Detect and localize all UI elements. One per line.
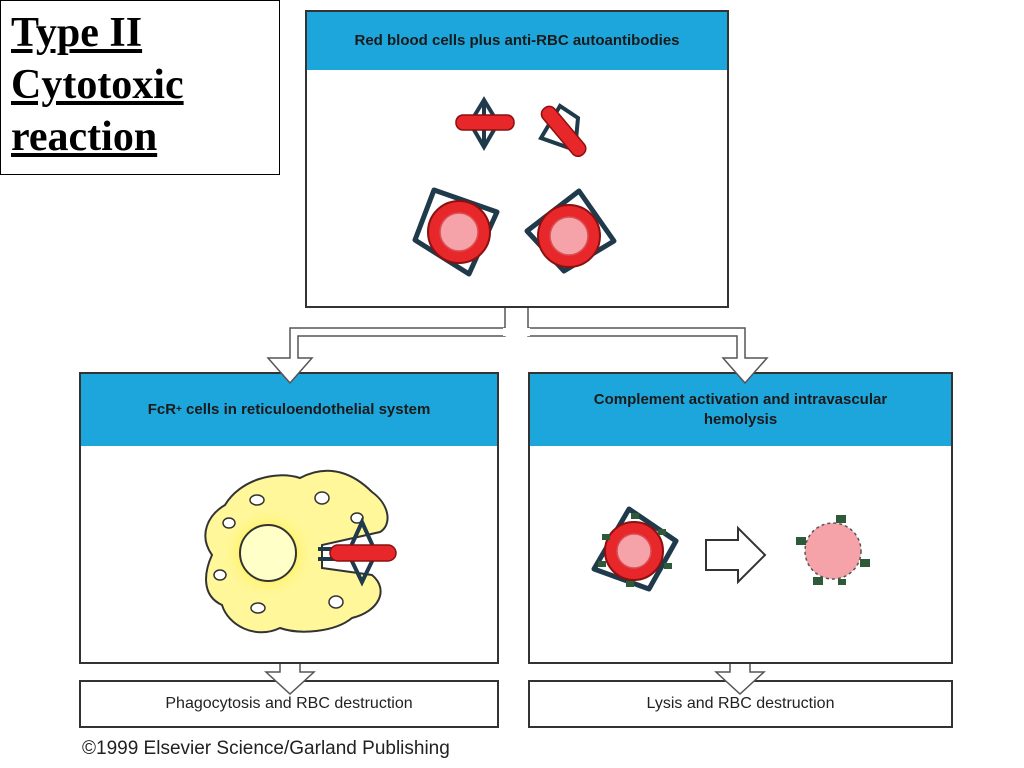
fcr-cells-header: FcR+ cells in reticuloendothelial system — [81, 374, 497, 446]
down-arrow-icon — [264, 664, 316, 696]
lysed-rbc-icon — [796, 515, 870, 585]
slide-title-box: Type II Cytotoxic reaction — [0, 0, 280, 175]
rbc-side-view-icon — [455, 96, 515, 151]
complement-header-line-1: Complement activation and intravascular — [593, 391, 888, 408]
rbc-autoantibody-header: Red blood cells plus anti-RBC autoantibo… — [307, 12, 727, 70]
rbc-icon — [412, 187, 500, 277]
title-line-2: Cytotoxic — [11, 62, 184, 108]
outline-arrow-icon — [705, 525, 767, 585]
fcr-label: FcR — [147, 401, 177, 418]
complement-panel: Complement activation and intravascular … — [528, 372, 953, 664]
rbc-autoantibody-panel: Red blood cells plus anti-RBC autoantibo… — [305, 10, 729, 308]
engulfed-rbc-icon — [318, 517, 397, 587]
fcr-header-rest: cells in reticuloendothelial system — [181, 401, 431, 418]
complement-header-line-2: hemolysis — [703, 411, 778, 428]
copyright-notice: ©1999 Elsevier Science/Garland Publishin… — [82, 738, 450, 759]
fcr-superscript: + — [176, 404, 182, 415]
rbc-icon — [524, 188, 617, 274]
rbc-side-view-icon — [538, 103, 587, 158]
macrophage-icon — [204, 469, 389, 634]
title-line-1: Type II — [11, 10, 143, 56]
branch-arrow-icon — [266, 308, 769, 385]
complement-coated-rbc-icon — [591, 506, 679, 592]
down-arrow-icon — [714, 664, 766, 696]
complement-header: Complement activation and intravascular … — [530, 374, 951, 446]
title-line-3: reaction — [11, 114, 158, 160]
